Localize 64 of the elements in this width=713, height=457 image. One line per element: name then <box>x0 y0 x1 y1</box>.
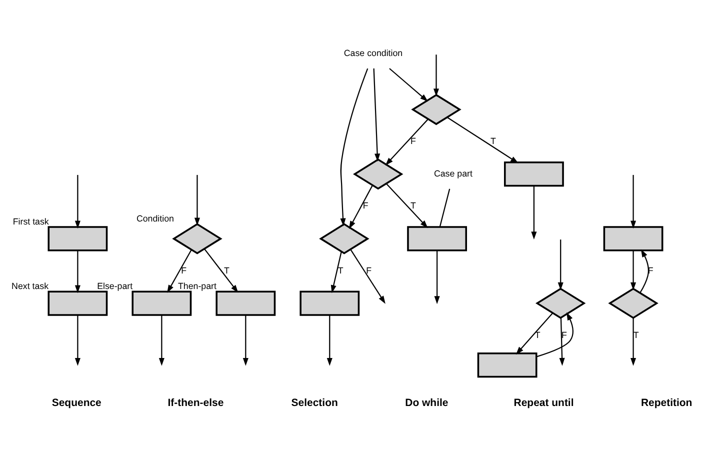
node-label: Condition <box>136 213 174 224</box>
arrow <box>630 250 636 290</box>
label: If-then-else <box>168 398 224 409</box>
arrow <box>74 250 80 293</box>
node-box <box>477 352 538 378</box>
edge-label: T <box>338 264 344 275</box>
node-box <box>603 226 664 251</box>
node-diamond <box>536 287 586 318</box>
node-label: Else-part <box>97 280 133 290</box>
arrow <box>348 184 373 228</box>
node-diamond <box>319 222 370 254</box>
arrow <box>433 54 440 96</box>
arrow <box>385 118 429 165</box>
node-label: Then-part <box>178 280 216 290</box>
node-box <box>48 226 108 251</box>
label: Repeat until <box>514 398 574 409</box>
arrow <box>373 68 380 162</box>
label: Sequence <box>52 398 102 409</box>
node-box <box>48 290 108 316</box>
arrow <box>74 174 80 228</box>
node-box <box>216 290 276 316</box>
arrow <box>559 317 565 366</box>
node-box <box>300 290 360 316</box>
arrow <box>386 182 428 228</box>
arrow <box>531 185 537 239</box>
node-label: First task <box>12 216 49 226</box>
edge-label: F <box>366 264 372 275</box>
arrow <box>640 248 649 293</box>
arrow <box>434 250 440 304</box>
arrow <box>447 116 518 163</box>
label: Repetition <box>640 398 692 409</box>
arrow <box>558 239 564 290</box>
edge-label: F <box>181 264 187 275</box>
arrow <box>74 314 80 366</box>
node-box <box>132 290 192 316</box>
arrow <box>536 312 574 357</box>
arrow <box>389 68 428 102</box>
label: Selection <box>291 398 338 409</box>
node-text: Case condition <box>344 48 403 58</box>
node-box <box>504 161 564 186</box>
arrow <box>330 251 342 293</box>
arrow <box>167 249 192 292</box>
arrow <box>630 174 636 228</box>
edge-label: T <box>490 136 496 146</box>
arrow <box>350 248 386 304</box>
node-label: Next task <box>12 280 49 290</box>
arrow <box>340 68 368 226</box>
arrow <box>242 314 248 366</box>
edge-label: T <box>410 200 416 210</box>
arrow <box>326 314 332 366</box>
edge-label: T <box>224 264 230 275</box>
arrow <box>194 174 200 226</box>
arrow <box>204 248 238 292</box>
connector <box>439 188 450 226</box>
arrow <box>516 312 554 354</box>
node-box <box>407 226 467 251</box>
edge-label: F <box>562 329 567 340</box>
node-diamond <box>608 287 658 318</box>
edge-label: F <box>362 200 368 210</box>
node-text: Case part <box>434 168 472 178</box>
label: Do while <box>405 398 448 409</box>
arrow <box>158 314 164 366</box>
edge-label: F <box>410 136 416 146</box>
node-diamond <box>172 222 222 254</box>
